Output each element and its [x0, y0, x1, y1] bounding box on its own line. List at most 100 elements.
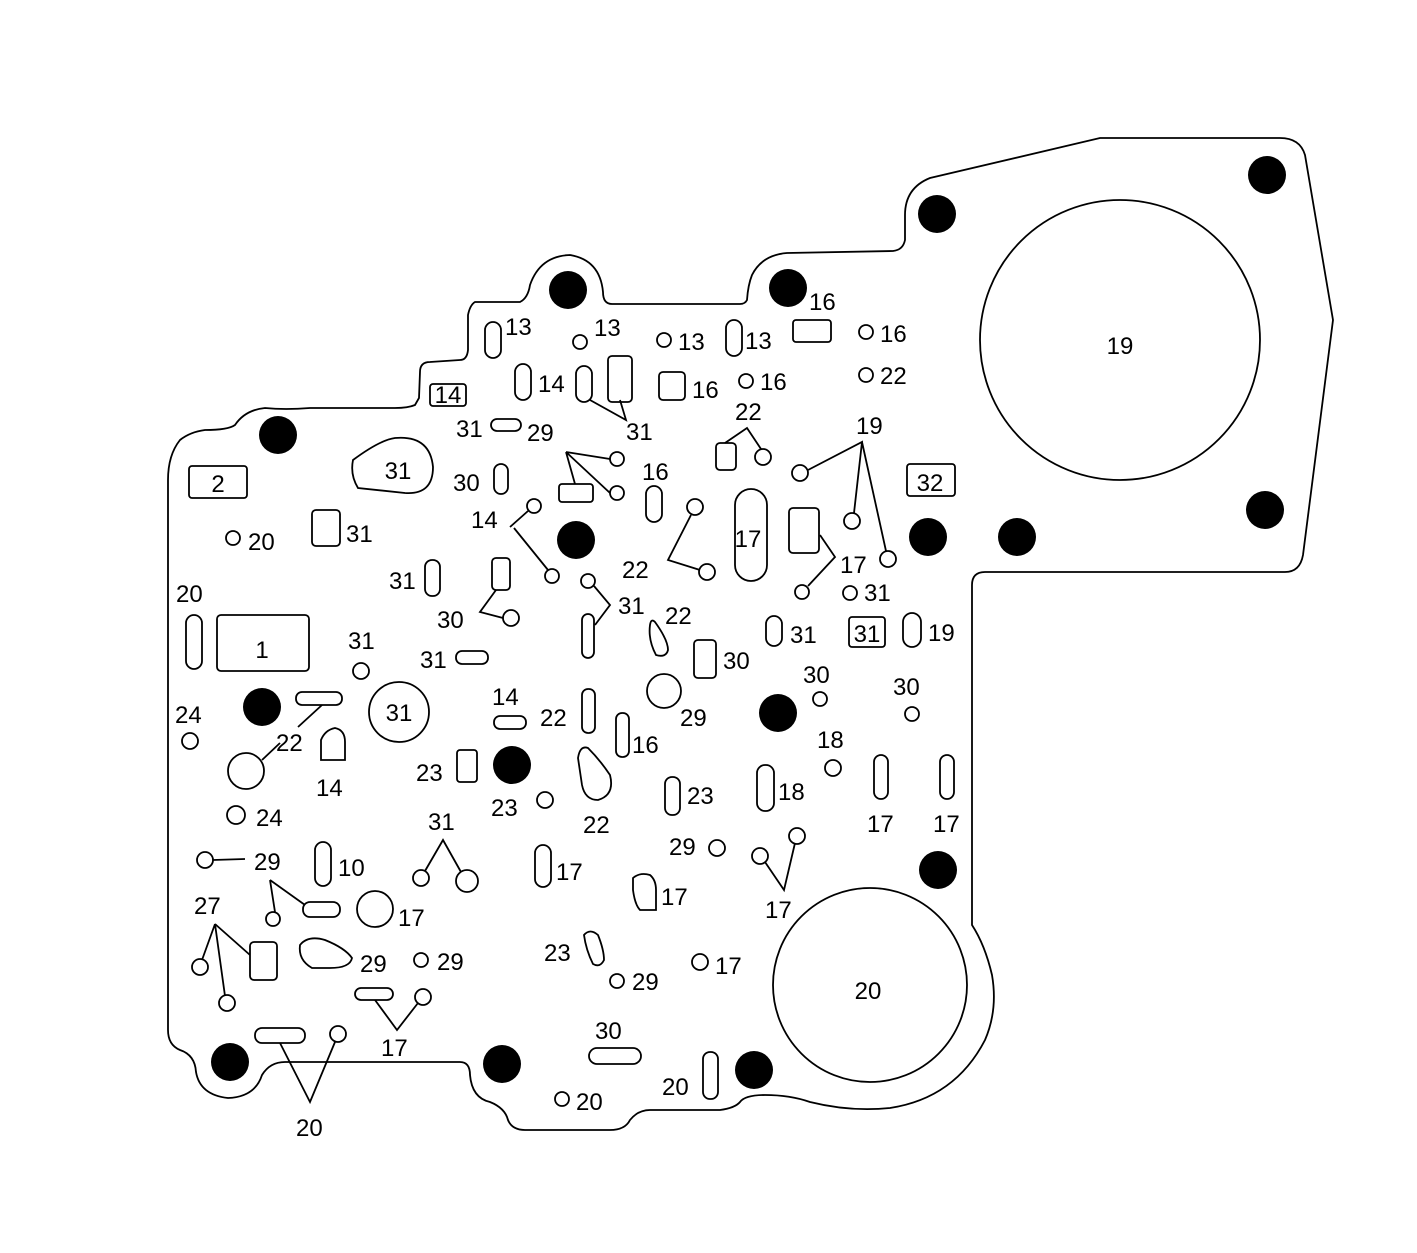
bolt-hole: [998, 518, 1036, 556]
orifice: [824, 759, 842, 777]
label: 22: [665, 603, 692, 630]
label: 31: [385, 458, 412, 485]
orifice: [698, 563, 716, 581]
orifice: [526, 498, 542, 514]
label: 31: [428, 809, 455, 836]
label: 29: [254, 849, 281, 876]
leader-line: [764, 842, 796, 893]
label: 30: [595, 1018, 622, 1045]
label: 23: [416, 760, 443, 787]
label: 30: [893, 674, 920, 701]
orifice: [693, 639, 717, 679]
orifice: [249, 941, 278, 981]
label: 17: [765, 897, 792, 924]
bolt-hole: [759, 694, 797, 732]
leader-line: [374, 999, 419, 1032]
orifice: [686, 498, 704, 516]
label: 29: [680, 705, 707, 732]
label: 30: [453, 470, 480, 497]
label: 30: [723, 648, 750, 675]
label: 17: [840, 552, 867, 579]
label: 31: [348, 628, 375, 655]
bolt-hole: [557, 521, 595, 559]
label: 29: [527, 420, 554, 447]
label: 31: [389, 568, 416, 595]
label-box-14: 14: [435, 382, 462, 409]
label: 20: [576, 1089, 603, 1116]
orifice: [514, 363, 532, 401]
leader-line: [565, 451, 611, 494]
leader-line: [807, 534, 837, 587]
orifice: [484, 321, 502, 359]
leader-line: [424, 838, 462, 873]
label: 31: [790, 622, 817, 649]
label: 31: [618, 593, 645, 620]
label: 14: [316, 775, 343, 802]
orifice-17: [356, 890, 394, 928]
label: 17: [933, 811, 960, 838]
orifice: [572, 334, 588, 350]
label: 17: [381, 1035, 408, 1062]
orifice: [191, 958, 209, 976]
bolt-hole: [259, 416, 297, 454]
label: 30: [803, 662, 830, 689]
orifice: [413, 952, 429, 968]
bolt-hole: [211, 1043, 249, 1081]
label: 17: [867, 811, 894, 838]
label: 17: [715, 953, 742, 980]
orifice: [491, 557, 511, 591]
orifice: [754, 448, 772, 466]
orifice: [352, 662, 370, 680]
orifice: [615, 712, 630, 758]
label: 14: [538, 371, 565, 398]
bolt-hole: [735, 1051, 773, 1089]
gasket-outline: [167, 137, 1334, 1131]
label: 13: [745, 328, 772, 355]
orifice: [788, 507, 820, 554]
orifice: [414, 988, 432, 1006]
box-14: [429, 383, 467, 407]
orifice: [254, 1027, 306, 1044]
orifice: [575, 365, 593, 403]
orifice: [456, 749, 478, 783]
label: 30: [437, 607, 464, 634]
label: 19: [856, 413, 883, 440]
label: 18: [817, 727, 844, 754]
orifice: [812, 691, 828, 707]
label: 22: [276, 730, 303, 757]
orifice-22: [227, 752, 265, 790]
box-2: [188, 465, 248, 499]
label: 23: [491, 795, 518, 822]
label: 16: [760, 369, 787, 396]
label: 17: [556, 859, 583, 886]
orifice: [502, 609, 520, 627]
orifice: [708, 839, 726, 857]
label-box-1: 1: [255, 637, 268, 664]
label: 13: [594, 315, 621, 342]
label: 13: [505, 314, 532, 341]
orifice: [725, 319, 743, 357]
label: 29: [360, 951, 387, 978]
label: 17: [398, 905, 425, 932]
orifice: [879, 550, 897, 568]
orifice: [265, 911, 281, 927]
orifice: [715, 442, 737, 471]
bolt-hole: [483, 1045, 521, 1083]
orifice-31-round: [368, 681, 430, 743]
orifice: [792, 319, 832, 343]
orifice: [302, 901, 341, 918]
label: 22: [622, 557, 649, 584]
label: 23: [687, 783, 714, 810]
label: 14: [492, 684, 519, 711]
leader-line: [509, 510, 549, 571]
leader-line: [724, 426, 762, 450]
bore-19: [979, 199, 1261, 481]
orifice: [791, 464, 809, 482]
label: 18: [778, 779, 805, 806]
orifice: [218, 994, 236, 1012]
label: 29: [437, 949, 464, 976]
orifice: [295, 691, 343, 706]
orifice: [658, 371, 686, 401]
